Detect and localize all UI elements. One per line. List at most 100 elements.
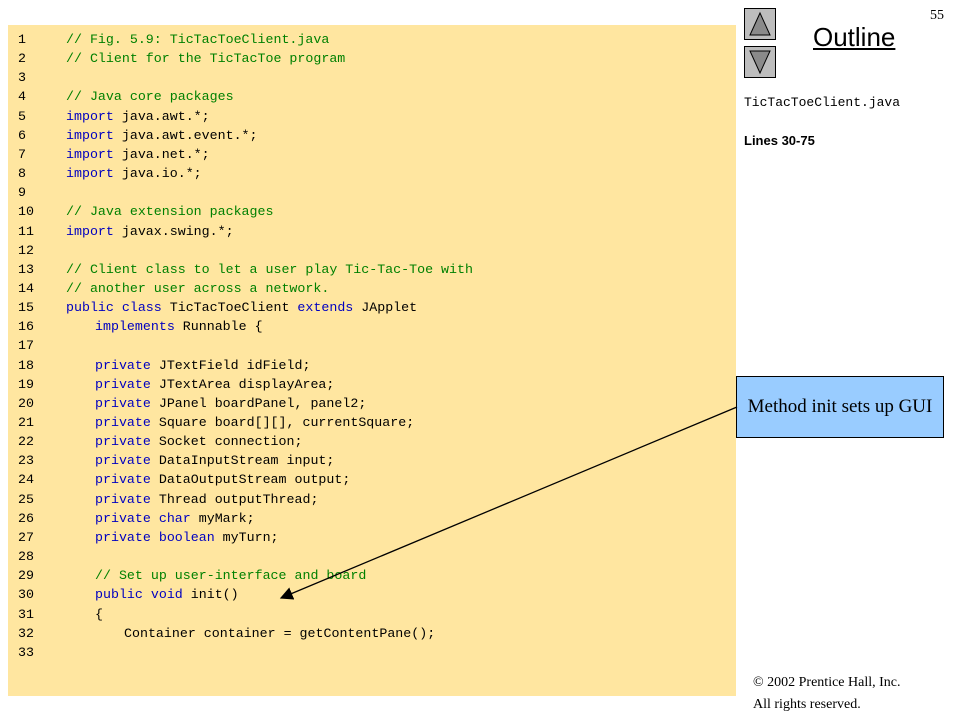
outline-link[interactable]: Outline bbox=[813, 22, 896, 52]
triangle-down-icon bbox=[749, 50, 771, 75]
code-keyword: private bbox=[95, 376, 151, 392]
line-number: 10 bbox=[18, 204, 34, 220]
code-token: JPanel boardPanel, panel2; bbox=[150, 395, 367, 411]
code-line: 3 bbox=[8, 68, 736, 87]
code-token: java.awt.*; bbox=[113, 108, 210, 124]
code-comment: // Client class to let a user play Tic-T… bbox=[66, 261, 473, 277]
line-number: 22 bbox=[18, 434, 34, 450]
code-comment: // Java core packages bbox=[66, 89, 234, 105]
code-keyword: private bbox=[95, 395, 151, 411]
code-text: private DataInputStream input; bbox=[95, 451, 334, 470]
line-number: 15 bbox=[18, 300, 34, 316]
code-keyword: import bbox=[66, 127, 114, 143]
line-number: 25 bbox=[18, 491, 34, 507]
line-number: 8 bbox=[18, 166, 26, 182]
code-comment: // Client for the TicTacToe program bbox=[66, 51, 346, 67]
code-token: myMark; bbox=[190, 510, 255, 526]
line-number: 21 bbox=[18, 415, 34, 430]
code-token: JTextField idField; bbox=[150, 357, 311, 373]
code-token: DataOutputStream output; bbox=[150, 472, 351, 488]
line-number: 12 bbox=[18, 242, 34, 258]
code-token: Runnable { bbox=[174, 319, 263, 335]
code-line: 13 // Client class to let a user play Tic… bbox=[8, 260, 736, 279]
line-number: 32 bbox=[18, 625, 34, 641]
code-text: private char myMark; bbox=[95, 509, 255, 528]
line-number: 29 bbox=[18, 568, 34, 584]
line-number: 13 bbox=[18, 261, 34, 277]
code-token: Thread outputThread; bbox=[150, 491, 319, 507]
code-line: 2// Client for the TicTacToe program bbox=[8, 49, 736, 68]
code-text: private Thread outputThread; bbox=[95, 490, 318, 509]
code-text: import java.net.*; bbox=[66, 145, 210, 164]
callout-box: Method init sets up GUI bbox=[736, 376, 944, 438]
code-line: 24 private DataOutputStream output; bbox=[8, 470, 736, 489]
rights-line: All rights reserved. bbox=[753, 697, 861, 712]
code-comment: // Fig. 5.9: TicTacToeClient.java bbox=[66, 32, 330, 47]
line-number: 24 bbox=[18, 472, 34, 488]
code-keyword: public void bbox=[95, 587, 183, 603]
code-line: 21 private Square board[][], currentSquar… bbox=[8, 413, 736, 432]
line-number: 3 bbox=[18, 70, 26, 86]
page-number: 55 bbox=[930, 8, 944, 23]
code-line: 29// Set up user-interface and board bbox=[8, 566, 736, 585]
lines-range: Lines 30-75 bbox=[744, 133, 815, 148]
code-keyword: extends bbox=[297, 300, 354, 316]
line-number: 11 bbox=[18, 223, 34, 239]
code-text: // Client class to let a user play Tic-T… bbox=[66, 260, 473, 279]
code-line: 17 bbox=[8, 336, 736, 355]
line-number: 33 bbox=[18, 644, 34, 660]
code-line: 14 // another user across a network. bbox=[8, 279, 736, 298]
code-text: import java.awt.event.*; bbox=[66, 126, 258, 145]
line-number: 5 bbox=[18, 108, 26, 124]
code-line: 25 private Thread outputThread; bbox=[8, 490, 736, 509]
code-text: private JTextField idField; bbox=[95, 356, 310, 375]
code-token: myTurn; bbox=[214, 529, 279, 545]
previous-slide-button[interactable] bbox=[744, 8, 776, 40]
code-token: Container container = getContentPane(); bbox=[124, 625, 436, 641]
line-number: 18 bbox=[18, 357, 34, 373]
code-token: TicTacToeClient bbox=[161, 300, 298, 316]
line-number: 7 bbox=[18, 146, 26, 162]
code-line: 28 bbox=[8, 547, 736, 566]
code-token: { bbox=[95, 606, 103, 622]
code-text: private boolean myTurn; bbox=[95, 528, 279, 547]
next-slide-button[interactable] bbox=[744, 46, 776, 78]
code-line: 5 import java.awt.*; bbox=[8, 107, 736, 126]
code-text: import javax.swing.*; bbox=[66, 222, 234, 241]
line-number: 26 bbox=[18, 510, 34, 526]
code-token: java.io.*; bbox=[113, 166, 202, 182]
line-number: 17 bbox=[18, 338, 34, 354]
code-token: java.awt.event.*; bbox=[113, 127, 258, 143]
code-keyword: import bbox=[66, 108, 114, 124]
line-number: 19 bbox=[18, 376, 34, 392]
code-text: private JPanel boardPanel, panel2; bbox=[95, 394, 366, 413]
code-text: private Square board[][], currentSquare; bbox=[95, 413, 414, 432]
code-text: { bbox=[95, 605, 103, 624]
code-line: 9 bbox=[8, 183, 736, 202]
code-keyword: private bbox=[95, 357, 151, 373]
code-line: 32 Container container = getContentPane()… bbox=[8, 624, 736, 643]
line-number: 14 bbox=[18, 280, 34, 296]
line-number: 28 bbox=[18, 549, 34, 565]
code-keyword: import bbox=[66, 146, 114, 162]
code-text: private DataOutputStream output; bbox=[95, 470, 350, 489]
code-token: Square board[][], currentSquare; bbox=[150, 415, 415, 430]
code-line: 18 private JTextField idField; bbox=[8, 356, 736, 375]
line-number: 27 bbox=[18, 529, 34, 545]
code-line: 7 import java.net.*; bbox=[8, 145, 736, 164]
code-text: // Java extension packages bbox=[66, 202, 273, 221]
code-line: 27 private boolean myTurn; bbox=[8, 528, 736, 547]
code-comment: // another user across a network. bbox=[66, 280, 330, 296]
code-token: javax.swing.*; bbox=[113, 223, 234, 239]
code-text: implements Runnable { bbox=[95, 317, 263, 336]
code-text: public void init() bbox=[95, 585, 239, 604]
code-token: DataInputStream input; bbox=[150, 453, 335, 469]
line-number: 4 bbox=[18, 89, 26, 105]
code-keyword: public class bbox=[66, 300, 162, 316]
code-keyword: implements bbox=[95, 319, 175, 335]
